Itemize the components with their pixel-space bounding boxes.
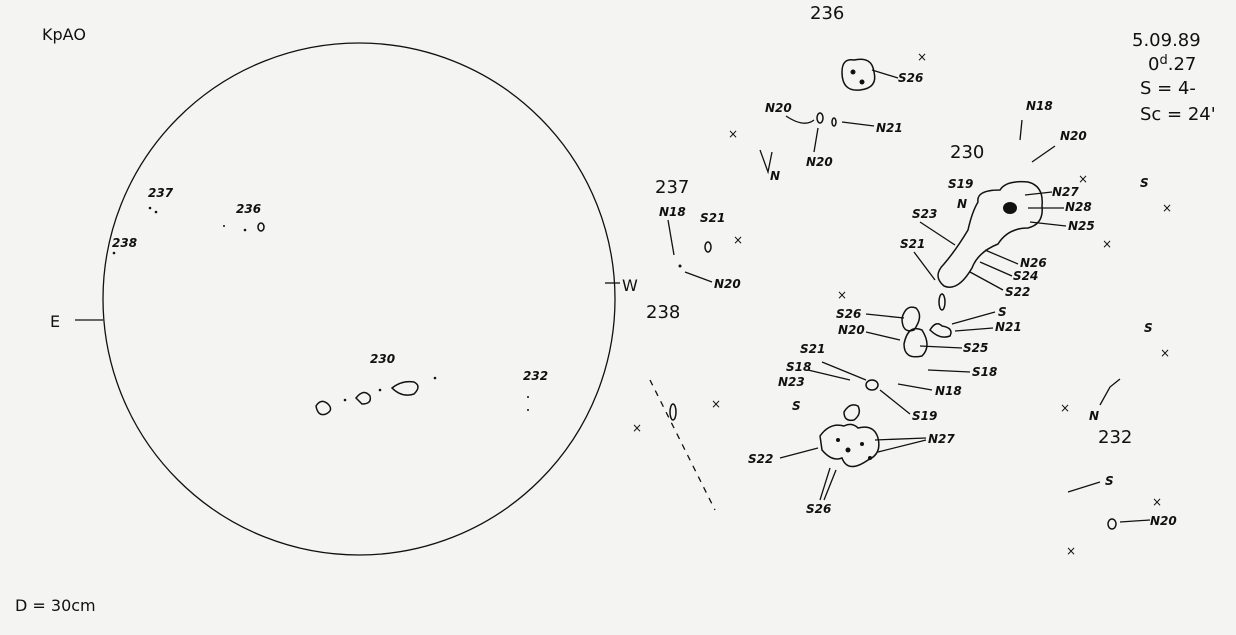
svg-text:N: N [957, 197, 967, 211]
svg-text:S22: S22 [748, 452, 773, 466]
group-236: 236 S26 N20 N21 N20 [765, 3, 923, 169]
svg-text:N27: N27 [1052, 185, 1079, 199]
svg-text:N26: N26 [1020, 256, 1047, 270]
svg-text:236: 236 [810, 3, 844, 24]
svg-text:S23: S23 [912, 207, 937, 221]
group-232: 232 S N20 [1067, 427, 1177, 530]
svg-text:S26: S26 [806, 502, 831, 516]
west-label: W [622, 276, 638, 295]
group-230: 230 N18 N20 S19 N S23 N27 N28 N25 S21 N2… [748, 99, 1095, 516]
svg-text:S: S [998, 305, 1007, 319]
diameter-label: D = 30cm [15, 596, 96, 615]
polarity-label: N [770, 169, 780, 183]
svg-text:N20: N20 [765, 101, 792, 115]
svg-text:N20: N20 [806, 155, 833, 169]
svg-text:S22: S22 [1005, 285, 1030, 299]
svg-text:×: × [632, 421, 642, 435]
svg-text:S25: S25 [963, 341, 988, 355]
svg-text:×: × [1160, 346, 1170, 360]
date-label: 5.09.89 [1132, 30, 1201, 51]
disk-groups: 237 238 236 230 232 [112, 186, 548, 416]
svg-text:S: S [792, 399, 801, 413]
svg-text:232: 232 [1098, 427, 1132, 448]
s-value: S = 4- [1140, 78, 1196, 99]
svg-text:S: S [1105, 474, 1114, 488]
svg-text:×: × [837, 288, 847, 302]
svg-text:N27: N27 [928, 432, 955, 446]
svg-text:N21: N21 [876, 121, 903, 135]
svg-text:S19: S19 [912, 409, 937, 423]
svg-text:S24: S24 [1013, 269, 1038, 283]
svg-text:S21: S21 [800, 342, 825, 356]
svg-text:S21: S21 [900, 237, 925, 251]
sc-value: Sc = 24' [1140, 104, 1216, 125]
svg-text:×: × [733, 233, 743, 247]
time-label: 0d.27 [1148, 53, 1196, 75]
svg-text:N20: N20 [1060, 129, 1087, 143]
svg-text:N20: N20 [838, 323, 865, 337]
svg-text:N28: N28 [1065, 200, 1092, 214]
svg-text:S18: S18 [786, 360, 811, 374]
svg-text:×: × [1152, 495, 1162, 509]
polarity-label: S [1144, 321, 1153, 335]
svg-text:×: × [917, 50, 927, 64]
svg-text:×: × [1066, 544, 1076, 558]
svg-text:×: × [711, 397, 721, 411]
svg-text:S18: S18 [972, 365, 997, 379]
polarity-label: S [1140, 176, 1149, 190]
svg-text:238: 238 [112, 236, 137, 250]
svg-text:×: × [1102, 237, 1112, 251]
svg-text:N18: N18 [935, 384, 962, 398]
svg-text:×: × [728, 127, 738, 141]
svg-text:S26: S26 [898, 71, 923, 85]
east-label: E [50, 312, 60, 331]
svg-text:N23: N23 [778, 375, 805, 389]
svg-text:N21: N21 [995, 320, 1022, 334]
svg-text:×: × [1060, 401, 1070, 415]
reference-marks: × × × × × × × × × × × × × [632, 50, 1172, 558]
svg-text:N20: N20 [714, 277, 741, 291]
group-238-number: 238 [646, 302, 680, 323]
group-237: 237 N18 S21 N20 [655, 177, 741, 291]
svg-text:N25: N25 [1068, 219, 1095, 233]
svg-text:237: 237 [655, 177, 689, 198]
svg-text:230: 230 [370, 352, 395, 366]
solar-disk [102, 42, 616, 556]
polarity-label: N [1089, 409, 1099, 423]
svg-text:232: 232 [523, 369, 548, 383]
svg-text:×: × [1162, 201, 1172, 215]
svg-text:N18: N18 [659, 205, 686, 219]
svg-text:237: 237 [148, 186, 174, 200]
observatory-label: KpAO [42, 25, 86, 44]
svg-text:S21: S21 [700, 211, 725, 225]
svg-text:S26: S26 [836, 307, 861, 321]
svg-text:N18: N18 [1026, 99, 1053, 113]
svg-text:230: 230 [950, 142, 984, 163]
svg-text:S19: S19 [948, 177, 973, 191]
svg-text:236: 236 [236, 202, 261, 216]
svg-text:N20: N20 [1150, 514, 1177, 528]
svg-text:×: × [1078, 172, 1088, 186]
